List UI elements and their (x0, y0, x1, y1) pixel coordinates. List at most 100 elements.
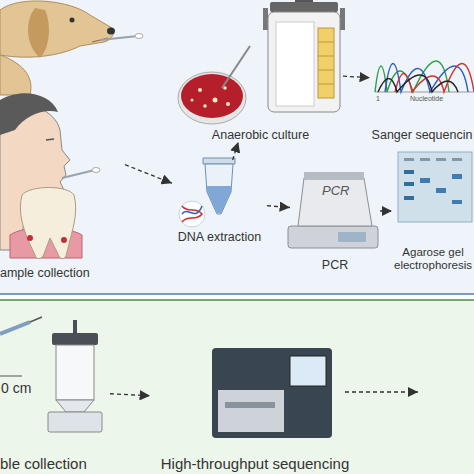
flow-arrow (233, 142, 239, 160)
output-arrow (345, 391, 418, 392)
sampler-device (48, 412, 102, 432)
tooth-illustration (61, 237, 67, 243)
step-label: High-throughput sequencing (161, 455, 349, 472)
petri-dish (181, 74, 243, 118)
dna-helix (179, 201, 205, 227)
dog-illustration (70, 18, 75, 23)
sample-tube (203, 158, 235, 164)
step-label: DNA extraction (178, 230, 261, 244)
step-node: Sanger sequencin (370, 20, 474, 142)
person-illustration (92, 168, 100, 173)
flow-arrow (380, 210, 392, 211)
top-panel (0, 0, 474, 294)
depth-label: 0 cm (1, 381, 31, 395)
agarose-gel (404, 158, 414, 161)
person-illustration (0, 93, 58, 135)
petri-dish (198, 88, 202, 92)
anaerobic-jar (318, 70, 334, 71)
step-label: Sanger sequencin (372, 128, 473, 142)
probe-tool (0, 317, 42, 376)
anaerobic-jar (276, 22, 314, 106)
chromatogram (375, 92, 474, 93)
probe-tool (30, 317, 42, 322)
pcr-machine (288, 226, 378, 248)
flow-arrow (110, 394, 150, 396)
flow-arrow (267, 206, 290, 208)
pcr-machine (304, 172, 364, 180)
step-node: DNA extraction (172, 160, 267, 244)
step-label: PCR (322, 258, 348, 272)
sample-tube (203, 158, 235, 214)
step-node: ample collection (0, 0, 125, 280)
flow-arrow (125, 165, 172, 184)
anaerobic-jar (318, 84, 334, 85)
sequencer-machine (218, 390, 284, 432)
sequencer-machine (225, 402, 275, 408)
sequencer-machine (212, 348, 332, 438)
sampler-device (48, 320, 102, 432)
anaerobic-jar (318, 56, 334, 57)
petri-dish (178, 72, 246, 124)
sampler-device (56, 345, 94, 400)
dog-illustration (0, 1, 143, 95)
sample-tube (207, 186, 232, 213)
device-label: PCR (322, 184, 349, 197)
step-label: Agarose gel electrophoresis (392, 246, 474, 272)
sequencer-machine (212, 348, 332, 438)
probe-tool (0, 376, 22, 377)
bottom-panel (0, 300, 474, 474)
sampler-device (52, 333, 98, 345)
agarose-gel (404, 196, 414, 200)
sample-tube (205, 164, 233, 214)
step-label: Anaerobic culture (212, 128, 309, 142)
tooth-illustration (27, 235, 33, 241)
chromatogram (395, 64, 474, 93)
dog-illustration (28, 8, 49, 58)
sampler-device (56, 400, 94, 412)
anaerobic-jar (340, 8, 345, 30)
agarose-gel (404, 182, 414, 186)
petri-dish (203, 104, 207, 108)
tooth-illustration (20, 188, 75, 259)
anaerobic-jar (263, 8, 268, 30)
dna-helix (179, 201, 205, 227)
agarose-gel (452, 174, 462, 179)
agarose-gel (436, 158, 446, 161)
agarose-gel (436, 188, 446, 193)
petri-dish (226, 102, 230, 106)
dog-illustration (107, 28, 115, 35)
step-node: Agarose gel electrophoresis (392, 150, 474, 272)
pcr-machine (298, 178, 372, 226)
person-illustration (46, 139, 54, 140)
anaerobic-jar (318, 42, 334, 43)
tooth-illustration (10, 188, 82, 259)
chromatogram (375, 61, 474, 92)
petri-dish (178, 46, 250, 124)
agarose-gel (404, 170, 414, 174)
dog-illustration (0, 55, 31, 95)
sampler-device (73, 320, 77, 334)
anaerobic-jar (318, 28, 334, 98)
pcr-machine (288, 172, 378, 248)
step-node: PCR (290, 150, 380, 272)
dna-helix (182, 206, 202, 222)
person-illustration (62, 170, 95, 178)
step-node: High-throughput sequencing (150, 330, 360, 472)
anaerobic-jar (263, 0, 345, 112)
agarose-gel (398, 152, 472, 222)
axis-title: Nucleotide (410, 95, 443, 102)
dog-illustration (135, 34, 143, 39)
sequencer-machine (290, 356, 326, 386)
agarose-gel (452, 158, 462, 161)
anaerobic-jar (270, 2, 338, 12)
axis-tick: 1 (376, 95, 380, 102)
dna-helix (182, 206, 202, 214)
step-label: ample collection (0, 266, 90, 280)
petri-dish (191, 99, 194, 102)
agarose-gel (398, 152, 472, 222)
chromatogram (378, 75, 458, 92)
agarose-gel (452, 200, 462, 204)
step-label: ble collection (0, 455, 87, 472)
dog-illustration (100, 36, 138, 40)
